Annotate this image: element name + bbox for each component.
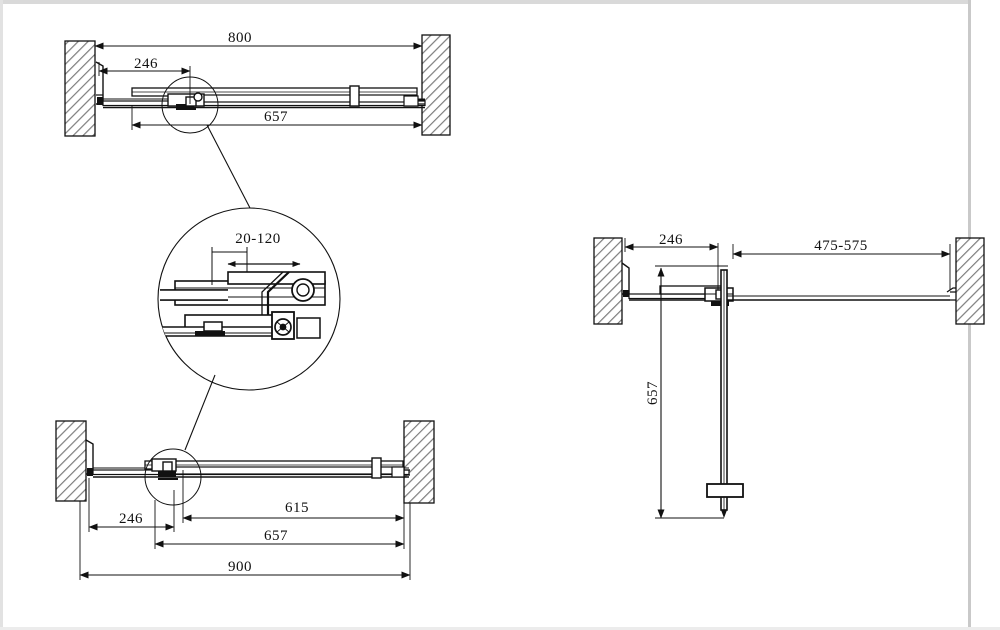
sliding-glass-leaf-bottom <box>171 466 405 475</box>
dimension-246-top-label: 246 <box>134 56 158 72</box>
view-top-left-800: 800 246 657 <box>64 30 451 137</box>
dimension-657-bottom: 657 <box>154 500 405 549</box>
end-stop-bottom <box>371 457 410 479</box>
dimension-657-right-view: 657 <box>645 265 728 519</box>
door-handle-right-view <box>706 483 744 498</box>
dimension-657-bottom-label: 657 <box>264 528 288 544</box>
detail-leader-line-top <box>206 124 251 209</box>
dimension-800-label: 800 <box>228 30 252 46</box>
wall-right-bottom <box>403 420 435 504</box>
sheet-border-left <box>0 0 3 630</box>
dimension-475-575-label: 475-575 <box>814 238 868 254</box>
wall-left-bottom <box>55 420 87 502</box>
end-stop-top <box>349 85 425 107</box>
left-wall-profile-right-view <box>621 262 630 297</box>
wall-right-top <box>421 34 451 136</box>
roller-carriage-bottom <box>151 458 178 480</box>
swing-door-panel-right-view <box>720 269 728 518</box>
dimension-900: 900 <box>79 501 411 580</box>
fixed-glass-right-span <box>727 287 956 301</box>
roller-carriage-right-view <box>704 287 734 306</box>
dimension-657-top: 657 <box>131 105 423 130</box>
dimension-615: 615 <box>182 470 405 523</box>
dimension-246-bottom: 246 <box>88 478 175 532</box>
wall-right-right-view <box>955 237 985 325</box>
dimension-246-top: 246 <box>98 56 191 104</box>
dimension-246-right-label: 246 <box>659 232 683 248</box>
wall-left-right-view <box>593 237 623 325</box>
sheet-border-bottom <box>0 627 1000 630</box>
detail-leader-line-bottom <box>184 374 216 451</box>
callout-circle-top <box>161 76 219 134</box>
left-wall-profile-top <box>95 61 104 105</box>
detail-view-roller: 20-120 <box>157 207 341 391</box>
view-bottom-left-900: 246 615 657 900 <box>55 420 435 580</box>
left-wall-profile-bottom <box>85 439 94 476</box>
dimension-900-label: 900 <box>228 559 252 575</box>
wall-left-top <box>64 40 96 137</box>
dimension-657-right-label: 657 <box>645 381 661 405</box>
detail-dimension-20-120-label: 20-120 <box>235 231 281 247</box>
callout-circle-bottom <box>144 448 202 506</box>
dimension-246-right-view: 246 <box>624 232 719 290</box>
dimension-615-label: 615 <box>285 500 309 516</box>
sheet-border-top <box>0 0 1000 4</box>
dimension-246-bottom-label: 246 <box>119 511 143 527</box>
dimension-800: 800 <box>94 30 423 52</box>
dimension-657-top-label: 657 <box>264 109 288 125</box>
view-right-plan: 246 475-575 657 <box>593 232 985 519</box>
roller-carriage-top <box>167 92 205 110</box>
dimension-475-575: 475-575 <box>732 238 951 290</box>
